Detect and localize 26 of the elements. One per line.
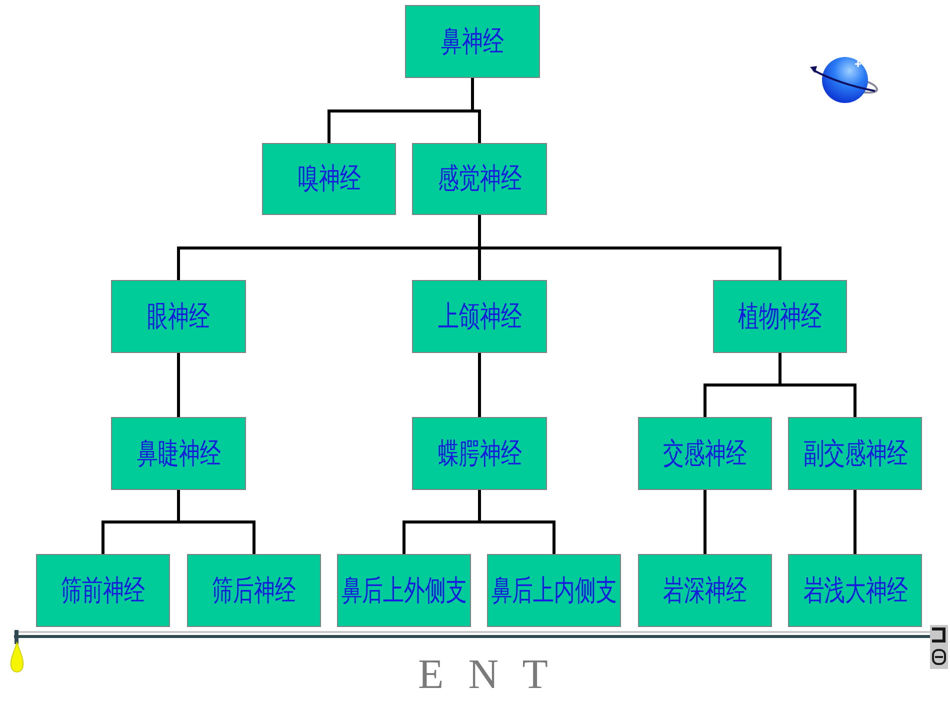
connector-line bbox=[471, 78, 481, 143]
connector-line bbox=[854, 490, 856, 554]
nerve-box: 岩深神经 bbox=[638, 554, 772, 627]
nerve-box: 岩浅大神经 bbox=[788, 554, 922, 627]
connector-line bbox=[177, 490, 256, 554]
connector-line bbox=[478, 490, 556, 554]
nerve-box: 鼻后上内侧支 bbox=[487, 554, 621, 627]
nerve-box: 副交感神经 bbox=[788, 417, 922, 490]
nerve-box: 筛后神经 bbox=[187, 554, 321, 627]
nerve-box: 蝶腭神经 bbox=[412, 417, 547, 490]
connector-line bbox=[704, 490, 706, 554]
nerve-box: 筛前神经 bbox=[36, 554, 170, 627]
nerve-box: 上颌神经 bbox=[412, 280, 547, 353]
nerve-box: 嗅神经 bbox=[262, 143, 396, 215]
connector-line bbox=[478, 353, 481, 417]
nerve-box: 感觉神经 bbox=[412, 143, 547, 215]
nerve-box: 鼻睫神经 bbox=[111, 417, 246, 490]
footer-text: E N T bbox=[418, 654, 548, 696]
connector-line bbox=[478, 215, 782, 280]
nerve-box: 眼神经 bbox=[111, 280, 246, 353]
nerve-box: 鼻后上外侧支 bbox=[337, 554, 471, 627]
nerve-box: 交感神经 bbox=[638, 417, 772, 490]
connector-line bbox=[177, 353, 180, 417]
nerve-box: 植物神经 bbox=[713, 280, 847, 353]
connector-line bbox=[778, 353, 856, 417]
nerve-box: 鼻神经 bbox=[405, 5, 540, 78]
